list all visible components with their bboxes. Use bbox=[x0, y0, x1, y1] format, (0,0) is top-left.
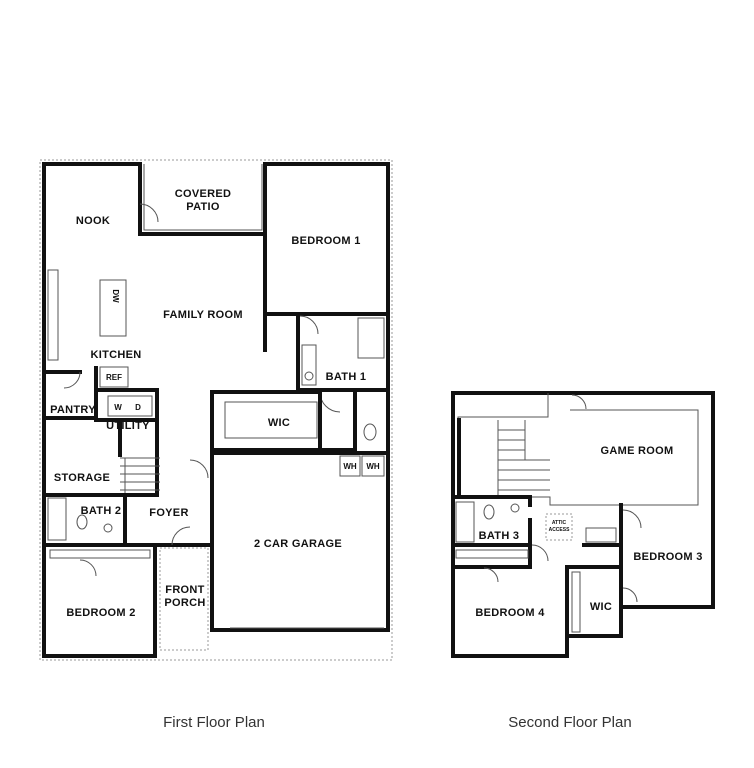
wic-shelving bbox=[224, 401, 318, 439]
garage-entry-door-swing bbox=[189, 459, 209, 479]
bath-3-sink bbox=[510, 503, 520, 513]
label-wh-2: WH bbox=[366, 462, 380, 471]
second-floor-plan bbox=[451, 391, 715, 658]
second-floor-exterior-walls bbox=[451, 391, 715, 658]
label-utility: UTILITY bbox=[106, 420, 150, 432]
label-bedroom-4: BEDROOM 4 bbox=[475, 607, 545, 619]
bath-3-toilet bbox=[483, 504, 495, 520]
bedroom-1-door-swing bbox=[299, 315, 319, 335]
label-wh-1: WH bbox=[343, 462, 357, 471]
label-dryer: D bbox=[135, 403, 141, 412]
bath-2-sink bbox=[103, 523, 113, 533]
front-porch-outline bbox=[159, 547, 209, 651]
wh-2-box bbox=[361, 455, 385, 477]
wic-walls bbox=[210, 390, 390, 547]
bedroom-4-door-swing bbox=[483, 567, 499, 583]
label-bath-3: BATH 3 bbox=[479, 530, 520, 542]
pantry-door-swing bbox=[63, 371, 81, 389]
refrigerator-outline bbox=[99, 366, 129, 388]
label-pantry: PANTRY bbox=[50, 404, 96, 416]
first-floor-siding bbox=[39, 159, 393, 661]
patio-outline bbox=[143, 164, 263, 231]
label-bedroom-3: BEDROOM 3 bbox=[633, 551, 702, 563]
bath-1-toilet bbox=[363, 423, 377, 441]
bedroom-4-closet bbox=[455, 549, 529, 559]
label-bedroom-1: BEDROOM 1 bbox=[291, 235, 360, 247]
label-covered-patio-2: PATIO bbox=[186, 201, 220, 213]
label-attic-2: ACCESS bbox=[549, 527, 571, 533]
label-attic-1: ATTIC bbox=[552, 520, 567, 526]
label-wic-2: WIC bbox=[590, 601, 612, 613]
bedroom-3-walls bbox=[565, 503, 623, 609]
bath-3-door-swing bbox=[531, 544, 549, 562]
patio-door-swing bbox=[139, 203, 159, 223]
label-washer: W bbox=[114, 403, 122, 412]
label-nook: NOOK bbox=[76, 215, 110, 227]
bath-1-shower bbox=[357, 317, 385, 359]
second-floor-labels: GAME ROOM BATH 3 ATTIC ACCESS BEDROOM 3 … bbox=[475, 445, 702, 619]
label-wic: WIC bbox=[268, 417, 290, 429]
first-floor-labels: COVERED PATIO NOOK BEDROOM 1 DW FAMILY R… bbox=[50, 188, 380, 619]
label-dw: DW bbox=[111, 289, 120, 303]
wic-shelving-2 bbox=[571, 571, 581, 633]
label-family-room: FAMILY ROOM bbox=[163, 309, 243, 321]
stairs-first bbox=[120, 457, 160, 495]
kitchen-counter bbox=[47, 269, 59, 361]
bedroom-4-walls bbox=[451, 543, 569, 658]
bedroom-2-door-swing bbox=[79, 559, 97, 577]
label-game-room: GAME ROOM bbox=[601, 445, 674, 457]
bedroom-3-door-swing bbox=[622, 509, 642, 529]
first-floor-caption: First Floor Plan bbox=[163, 714, 265, 731]
bath-2-tub bbox=[47, 497, 67, 541]
label-bath-2: BATH 2 bbox=[81, 505, 122, 517]
linen-closet bbox=[585, 527, 617, 543]
label-covered-patio-1: COVERED bbox=[175, 188, 232, 200]
label-front-porch-1: FRONT bbox=[165, 584, 204, 596]
label-storage: STORAGE bbox=[54, 472, 110, 484]
game-room-outline bbox=[457, 393, 699, 506]
washer-dryer-outline bbox=[107, 395, 153, 417]
bath-1-door-swing bbox=[319, 391, 341, 413]
bedroom-2-closet bbox=[49, 549, 151, 559]
attic-access-box bbox=[545, 513, 573, 541]
pantry-utility-walls bbox=[42, 366, 159, 497]
front-door-swing bbox=[171, 526, 191, 546]
game-room-door-swing bbox=[571, 394, 587, 410]
wh-1-box bbox=[339, 455, 361, 477]
label-bath-1: BATH 1 bbox=[326, 371, 367, 383]
bath-1-sink bbox=[304, 371, 314, 381]
label-garage: 2 CAR GARAGE bbox=[254, 538, 342, 550]
bath-1-vanity bbox=[301, 344, 317, 386]
kitchen-island bbox=[99, 279, 127, 337]
label-kitchen: KITCHEN bbox=[91, 349, 142, 361]
wic-door-swing bbox=[622, 587, 638, 603]
label-foyer: FOYER bbox=[149, 507, 188, 519]
label-ref: REF bbox=[106, 373, 122, 382]
bath-2-walls bbox=[42, 493, 157, 547]
first-floor-plan bbox=[39, 159, 393, 661]
bath-3-tub bbox=[455, 501, 475, 543]
second-floor-caption: Second Floor Plan bbox=[508, 714, 631, 731]
stairs-second bbox=[497, 420, 550, 497]
label-bedroom-2: BEDROOM 2 bbox=[66, 607, 135, 619]
bath-2-toilet bbox=[76, 514, 88, 530]
label-front-porch-2: PORCH bbox=[164, 597, 205, 609]
